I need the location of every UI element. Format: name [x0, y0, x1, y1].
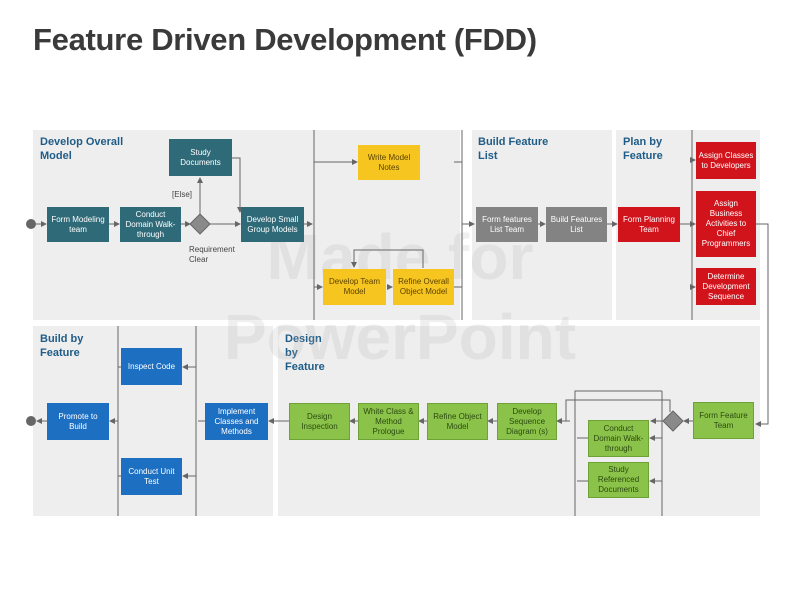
else-label: [Else]: [172, 190, 193, 199]
form-features-list-team-node: Form features List Team: [476, 207, 538, 242]
study-documents-node: Study Documents: [169, 139, 232, 176]
decision-diamond-2: [662, 410, 684, 432]
refine-overall-object-model-node: Refine Overall Object Model: [393, 269, 454, 305]
develop-small-group-models-node: Develop Small Group Models: [241, 207, 304, 242]
develop-team-model-node: Develop Team Model: [323, 269, 386, 305]
requirement-clear-label: Requirement Clear: [189, 245, 235, 264]
determine-development-sequence-node: Determine Development Sequence: [696, 268, 756, 305]
assign-classes-node: Assign Classes to Developers: [696, 142, 756, 179]
build-features-list-node: Build Features List: [546, 207, 607, 242]
panel-label-develop: Develop Overall Model: [40, 136, 124, 162]
conduct-domain-walkthrough-node: Conduct Domain Walk-through: [120, 207, 181, 242]
conduct-unit-test-node: Conduct Unit Test: [121, 458, 182, 495]
decision-diamond: [189, 213, 211, 235]
panel-label-plan: Plan by Feature: [623, 136, 663, 162]
develop-sequence-diagrams-node: Develop Sequence Diagram (s): [497, 403, 557, 440]
form-planning-team-node: Form Planning Team: [618, 207, 680, 242]
watermark-line2: PowerPoint: [223, 301, 577, 373]
refine-object-model-node: Refine Object Model: [427, 403, 488, 440]
form-modeling-team-node: Form Modeling team: [47, 207, 109, 242]
study-referenced-documents-node: Study Referenced Documents: [588, 462, 649, 498]
write-model-notes-node: Write Model Notes: [358, 145, 420, 180]
panel-label-build: Build by Feature: [40, 333, 84, 359]
assign-business-activities-node: Assign Business Activities to Chief Prog…: [696, 191, 756, 257]
end-node: [26, 416, 36, 426]
form-feature-team-node: Form Feature Team: [693, 402, 754, 439]
white-class-method-prologue-node: White Class & Method Prologue: [358, 403, 419, 440]
promote-to-build-node: Promote to Build: [47, 403, 109, 440]
panel-label-build-list: Build Feature List: [478, 136, 549, 162]
panel-label-design: Design by Feature: [285, 333, 325, 373]
design-inspection-node: Design Inspection: [289, 403, 350, 440]
start-node: [26, 219, 36, 229]
page-title: Feature Driven Development (FDD): [33, 22, 537, 57]
implement-classes-methods-node: Implement Classes and Methods: [205, 403, 268, 440]
conduct-domain-walkthrough-2-node: Conduct Domain Walk-through: [588, 420, 649, 457]
inspect-code-node: Inspect Code: [121, 348, 182, 385]
